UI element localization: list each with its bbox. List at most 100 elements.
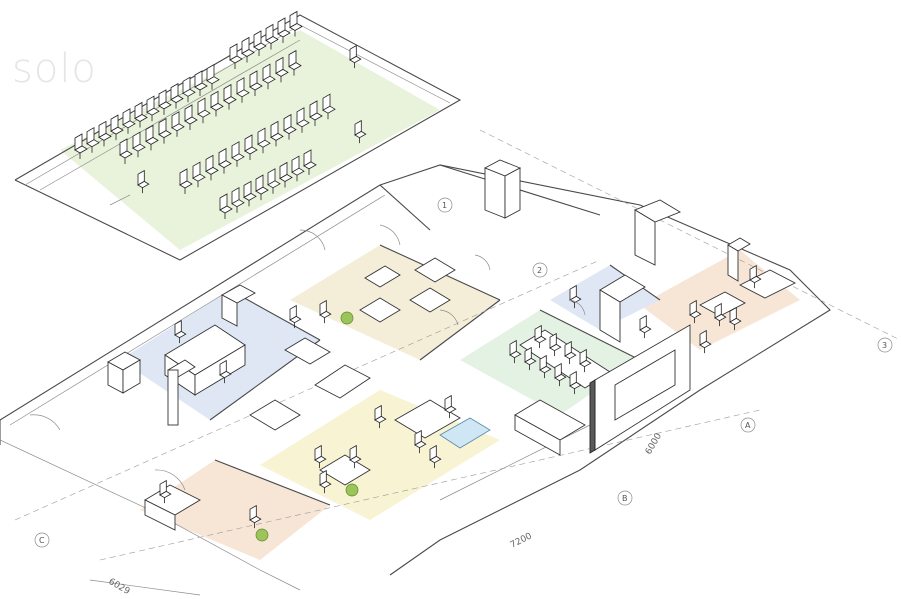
chair	[270, 120, 284, 147]
plant-3	[255, 528, 269, 542]
chair	[322, 93, 336, 120]
axis-b: B	[622, 494, 628, 503]
chair	[174, 319, 187, 344]
cafe-table-1	[699, 291, 746, 317]
chair	[134, 101, 148, 128]
chair	[145, 124, 159, 151]
chair	[564, 340, 577, 365]
chair	[288, 49, 302, 76]
chair	[291, 155, 305, 182]
chair	[158, 89, 172, 115]
chair	[289, 10, 303, 37]
chair	[179, 168, 193, 194]
chair	[579, 348, 592, 373]
chair	[249, 504, 262, 529]
chair	[509, 339, 522, 364]
axis-a: A	[745, 421, 751, 430]
cafe-table-2	[739, 269, 796, 299]
lounge-sofa-6	[364, 265, 401, 288]
chair	[229, 43, 243, 69]
chair	[349, 44, 362, 69]
axis-1: 1	[442, 201, 447, 210]
chair	[262, 63, 276, 90]
chair	[314, 444, 327, 469]
axis-marker-b: B	[617, 490, 633, 506]
chair	[236, 77, 250, 103]
chair	[223, 83, 237, 110]
chair	[267, 168, 281, 194]
chair	[257, 127, 271, 154]
glass-table	[439, 417, 491, 449]
chair	[86, 127, 100, 153]
lounge-zone-floor	[290, 245, 500, 360]
dimension-lines	[14, 129, 901, 596]
chair	[569, 284, 582, 309]
chair	[122, 108, 136, 134]
chair	[243, 180, 257, 207]
chair	[569, 370, 582, 395]
axis-3: 3	[882, 341, 887, 350]
dim-6000: 6000	[644, 431, 664, 456]
lounge-sofa-2	[249, 399, 301, 431]
chair	[444, 394, 457, 419]
chair	[182, 76, 196, 103]
chair	[110, 114, 124, 141]
chair	[729, 306, 742, 331]
chair	[296, 107, 310, 133]
conference-chair-rows	[74, 10, 336, 219]
chair	[218, 147, 232, 174]
chair	[309, 100, 323, 126]
chair	[319, 469, 332, 494]
lounge-sofa-3	[284, 337, 331, 365]
chair	[279, 161, 293, 188]
axis-2: 2	[537, 266, 542, 275]
axis-marker-2: 2	[532, 262, 548, 278]
scattered-chairs	[137, 44, 762, 529]
plant-1	[340, 311, 354, 325]
lounge-sofa-4	[359, 297, 401, 323]
chair	[714, 302, 727, 327]
chair	[231, 141, 245, 167]
chair	[699, 329, 712, 354]
chair	[639, 314, 652, 339]
chair	[219, 193, 233, 219]
chair	[429, 444, 442, 469]
reception-zone-floor	[140, 460, 330, 560]
chair	[132, 131, 146, 158]
brand-logo: solo	[12, 46, 97, 92]
chair	[689, 299, 702, 324]
furniture	[107, 159, 796, 542]
main-building-walls	[0, 164, 831, 591]
lounge-sofa-1	[314, 364, 371, 399]
chair	[205, 154, 219, 181]
lounge-sofa-7	[409, 287, 451, 313]
chair	[277, 17, 291, 43]
axis-marker-a: A	[740, 417, 756, 433]
lounge-sofa-5	[414, 257, 456, 283]
chair	[137, 169, 150, 194]
chair	[524, 346, 537, 371]
chair	[171, 111, 185, 137]
axis-marker-1: 1	[437, 197, 453, 213]
axis-c: C	[39, 536, 45, 545]
square-table	[319, 454, 371, 486]
chair	[119, 138, 133, 164]
chair	[170, 82, 184, 109]
chair	[289, 304, 302, 329]
chair	[554, 362, 567, 387]
chair	[197, 97, 211, 124]
chair	[231, 187, 245, 213]
axis-markers: 1 2 3 A B C	[34, 197, 893, 548]
chair	[194, 70, 208, 96]
chair	[319, 299, 332, 324]
axis-marker-c: C	[34, 532, 50, 548]
chair	[146, 95, 160, 122]
meeting-table	[394, 399, 461, 439]
chair	[219, 359, 232, 384]
chair	[253, 30, 267, 56]
chair	[414, 429, 427, 454]
chair	[374, 404, 387, 429]
axis-marker-3: 3	[877, 337, 893, 353]
